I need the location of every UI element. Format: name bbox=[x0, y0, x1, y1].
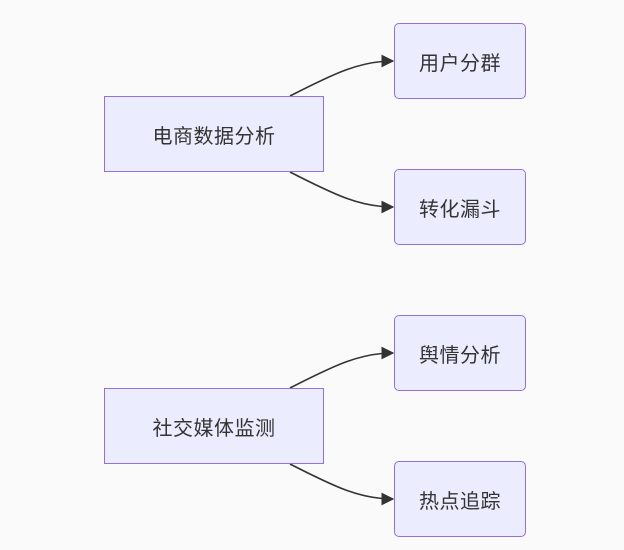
edge-ecommerce-to-user-segmentation bbox=[289, 54, 395, 97]
edge-social-to-hotspot-tracking bbox=[289, 463, 395, 506]
node-label: 热点追踪 bbox=[419, 488, 501, 513]
node-conversion-funnel: 转化漏斗 bbox=[394, 169, 526, 245]
node-social-media-monitoring: 社交媒体监测 bbox=[104, 388, 324, 464]
node-ecommerce-data-analysis: 电商数据分析 bbox=[104, 96, 324, 172]
edge-ecommerce-to-conversion-funnel bbox=[289, 171, 395, 214]
edge-social-to-sentiment-analysis bbox=[289, 346, 395, 389]
node-label: 电商数据分析 bbox=[152, 123, 276, 148]
node-label: 用户分群 bbox=[419, 50, 501, 75]
node-label: 转化漏斗 bbox=[419, 196, 501, 221]
node-hotspot-tracking: 热点追踪 bbox=[394, 461, 526, 537]
node-label: 舆情分析 bbox=[419, 342, 501, 367]
node-label: 社交媒体监测 bbox=[152, 415, 276, 440]
node-user-segmentation: 用户分群 bbox=[394, 23, 526, 99]
node-sentiment-analysis: 舆情分析 bbox=[394, 315, 526, 391]
